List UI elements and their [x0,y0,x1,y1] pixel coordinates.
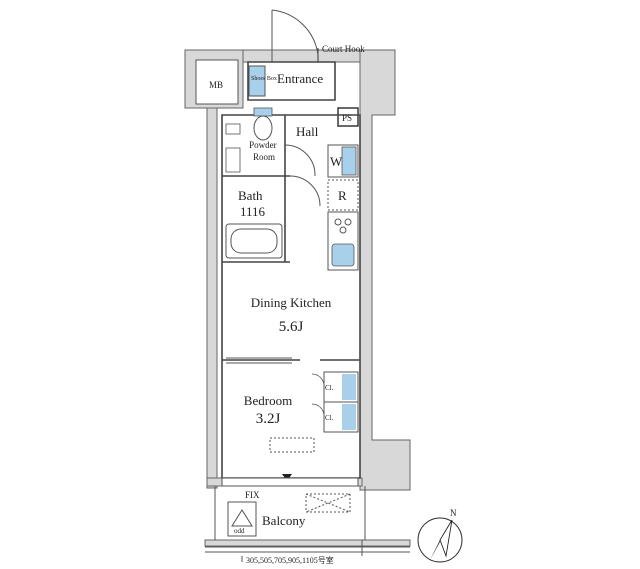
court-hook-label: Court Hook [322,44,365,54]
bedroom-size: 3.2J [256,411,281,427]
north-label: N [450,508,457,518]
washbasin-icon [225,123,241,135]
closet-2: Cl. [323,401,359,433]
escape-hatch: odd [227,501,257,537]
bath-label: Bath [238,188,263,203]
shoes-box [248,65,266,97]
bedroom-label: Bedroom [244,393,292,408]
kitchen-counter [327,211,359,271]
odd-label: odd [234,527,245,535]
balcony-outline [214,486,366,540]
closet-1: Cl. [323,371,359,403]
washbasin-2-icon [225,147,241,173]
hall-label: Hall [296,124,319,139]
closet-label: Cl. [325,384,334,392]
entrance-door [271,9,319,62]
powder-room-label: Powder Room [249,140,279,162]
mb-box [195,59,239,105]
fix-label: FIX [245,490,260,500]
entrance-label: Entrance [277,71,323,86]
balcony-window [221,477,359,487]
sliding-door [226,357,292,364]
shoes-box-label: Shoes Box [251,76,277,82]
mb-label: MB [209,80,223,90]
powder-room-door [284,144,316,177]
washer-label: W [330,154,343,169]
unit-numbers: 305,505,705,905,1105号室 [246,555,334,565]
bath-door [289,175,321,207]
closet-label: Cl. [325,414,334,422]
dining-kitchen-label: Dining Kitchen [251,295,332,310]
fridge-label: R [338,188,347,203]
dining-kitchen-size: 5.6J [279,319,304,335]
bath-size: 1116 [240,204,266,219]
ps-label: PS [342,113,352,123]
balcony-label: Balcony [262,513,306,528]
toilet-icon [253,107,273,141]
outdoor-unit-icon [305,493,351,513]
interior-walls [221,61,361,479]
fridge-space [327,179,359,211]
ac-box [269,437,315,453]
bathtub-icon [225,223,283,259]
balcony-railing [205,540,410,556]
north-arrow-icon: N [417,508,463,563]
